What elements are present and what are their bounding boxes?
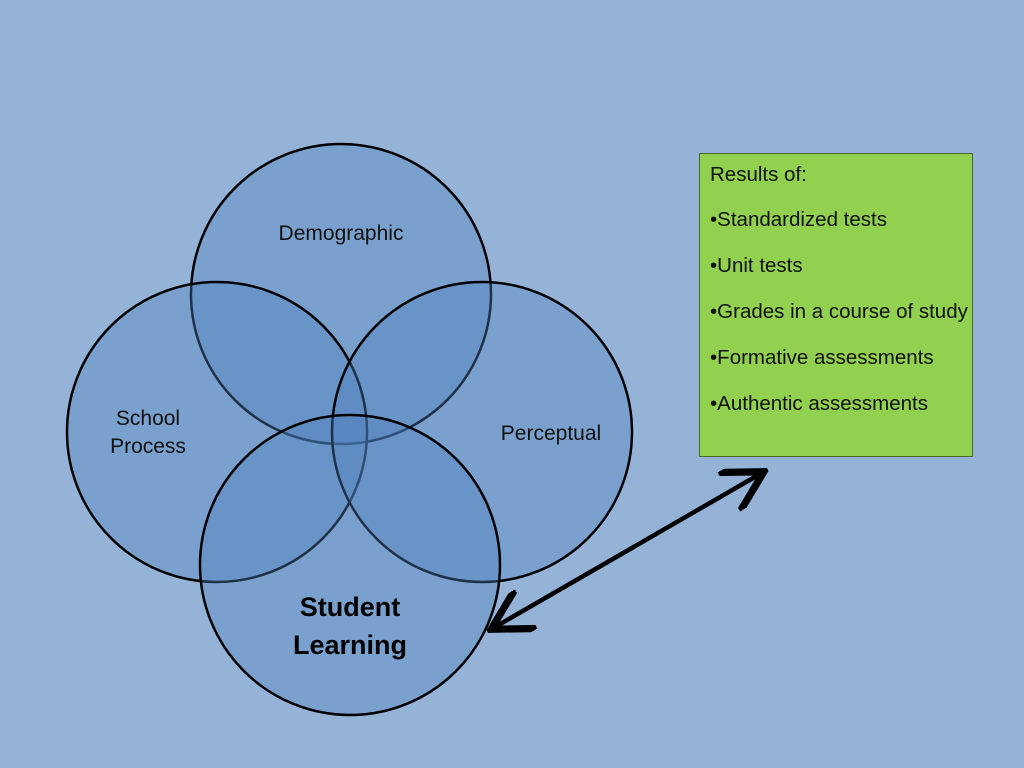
demographic-circle xyxy=(189,142,493,446)
results-item-standardized-tests: •Standardized tests xyxy=(710,208,887,231)
school-process-label-line2: Process xyxy=(110,435,186,458)
student-learning-label-line2: Learning xyxy=(293,630,407,660)
demographic-label: Demographic xyxy=(279,222,404,245)
student-learning-label-line1: Student xyxy=(300,592,401,622)
results-item-grades: •Grades in a course of study xyxy=(710,300,968,323)
results-item-formative-assessments: •Formative assessments xyxy=(710,346,934,369)
double-arrow xyxy=(495,474,760,627)
results-box: Results of: •Standardized tests •Unit te… xyxy=(699,153,973,457)
student-learning-circle xyxy=(198,413,502,717)
results-item-unit-tests: •Unit tests xyxy=(710,254,803,277)
results-heading: Results of: xyxy=(710,163,807,186)
school-process-label-line1: School xyxy=(116,407,180,430)
school-process-circle xyxy=(65,280,369,584)
results-item-authentic-assessments: •Authentic assessments xyxy=(710,392,928,415)
perceptual-label: Perceptual xyxy=(501,422,601,445)
